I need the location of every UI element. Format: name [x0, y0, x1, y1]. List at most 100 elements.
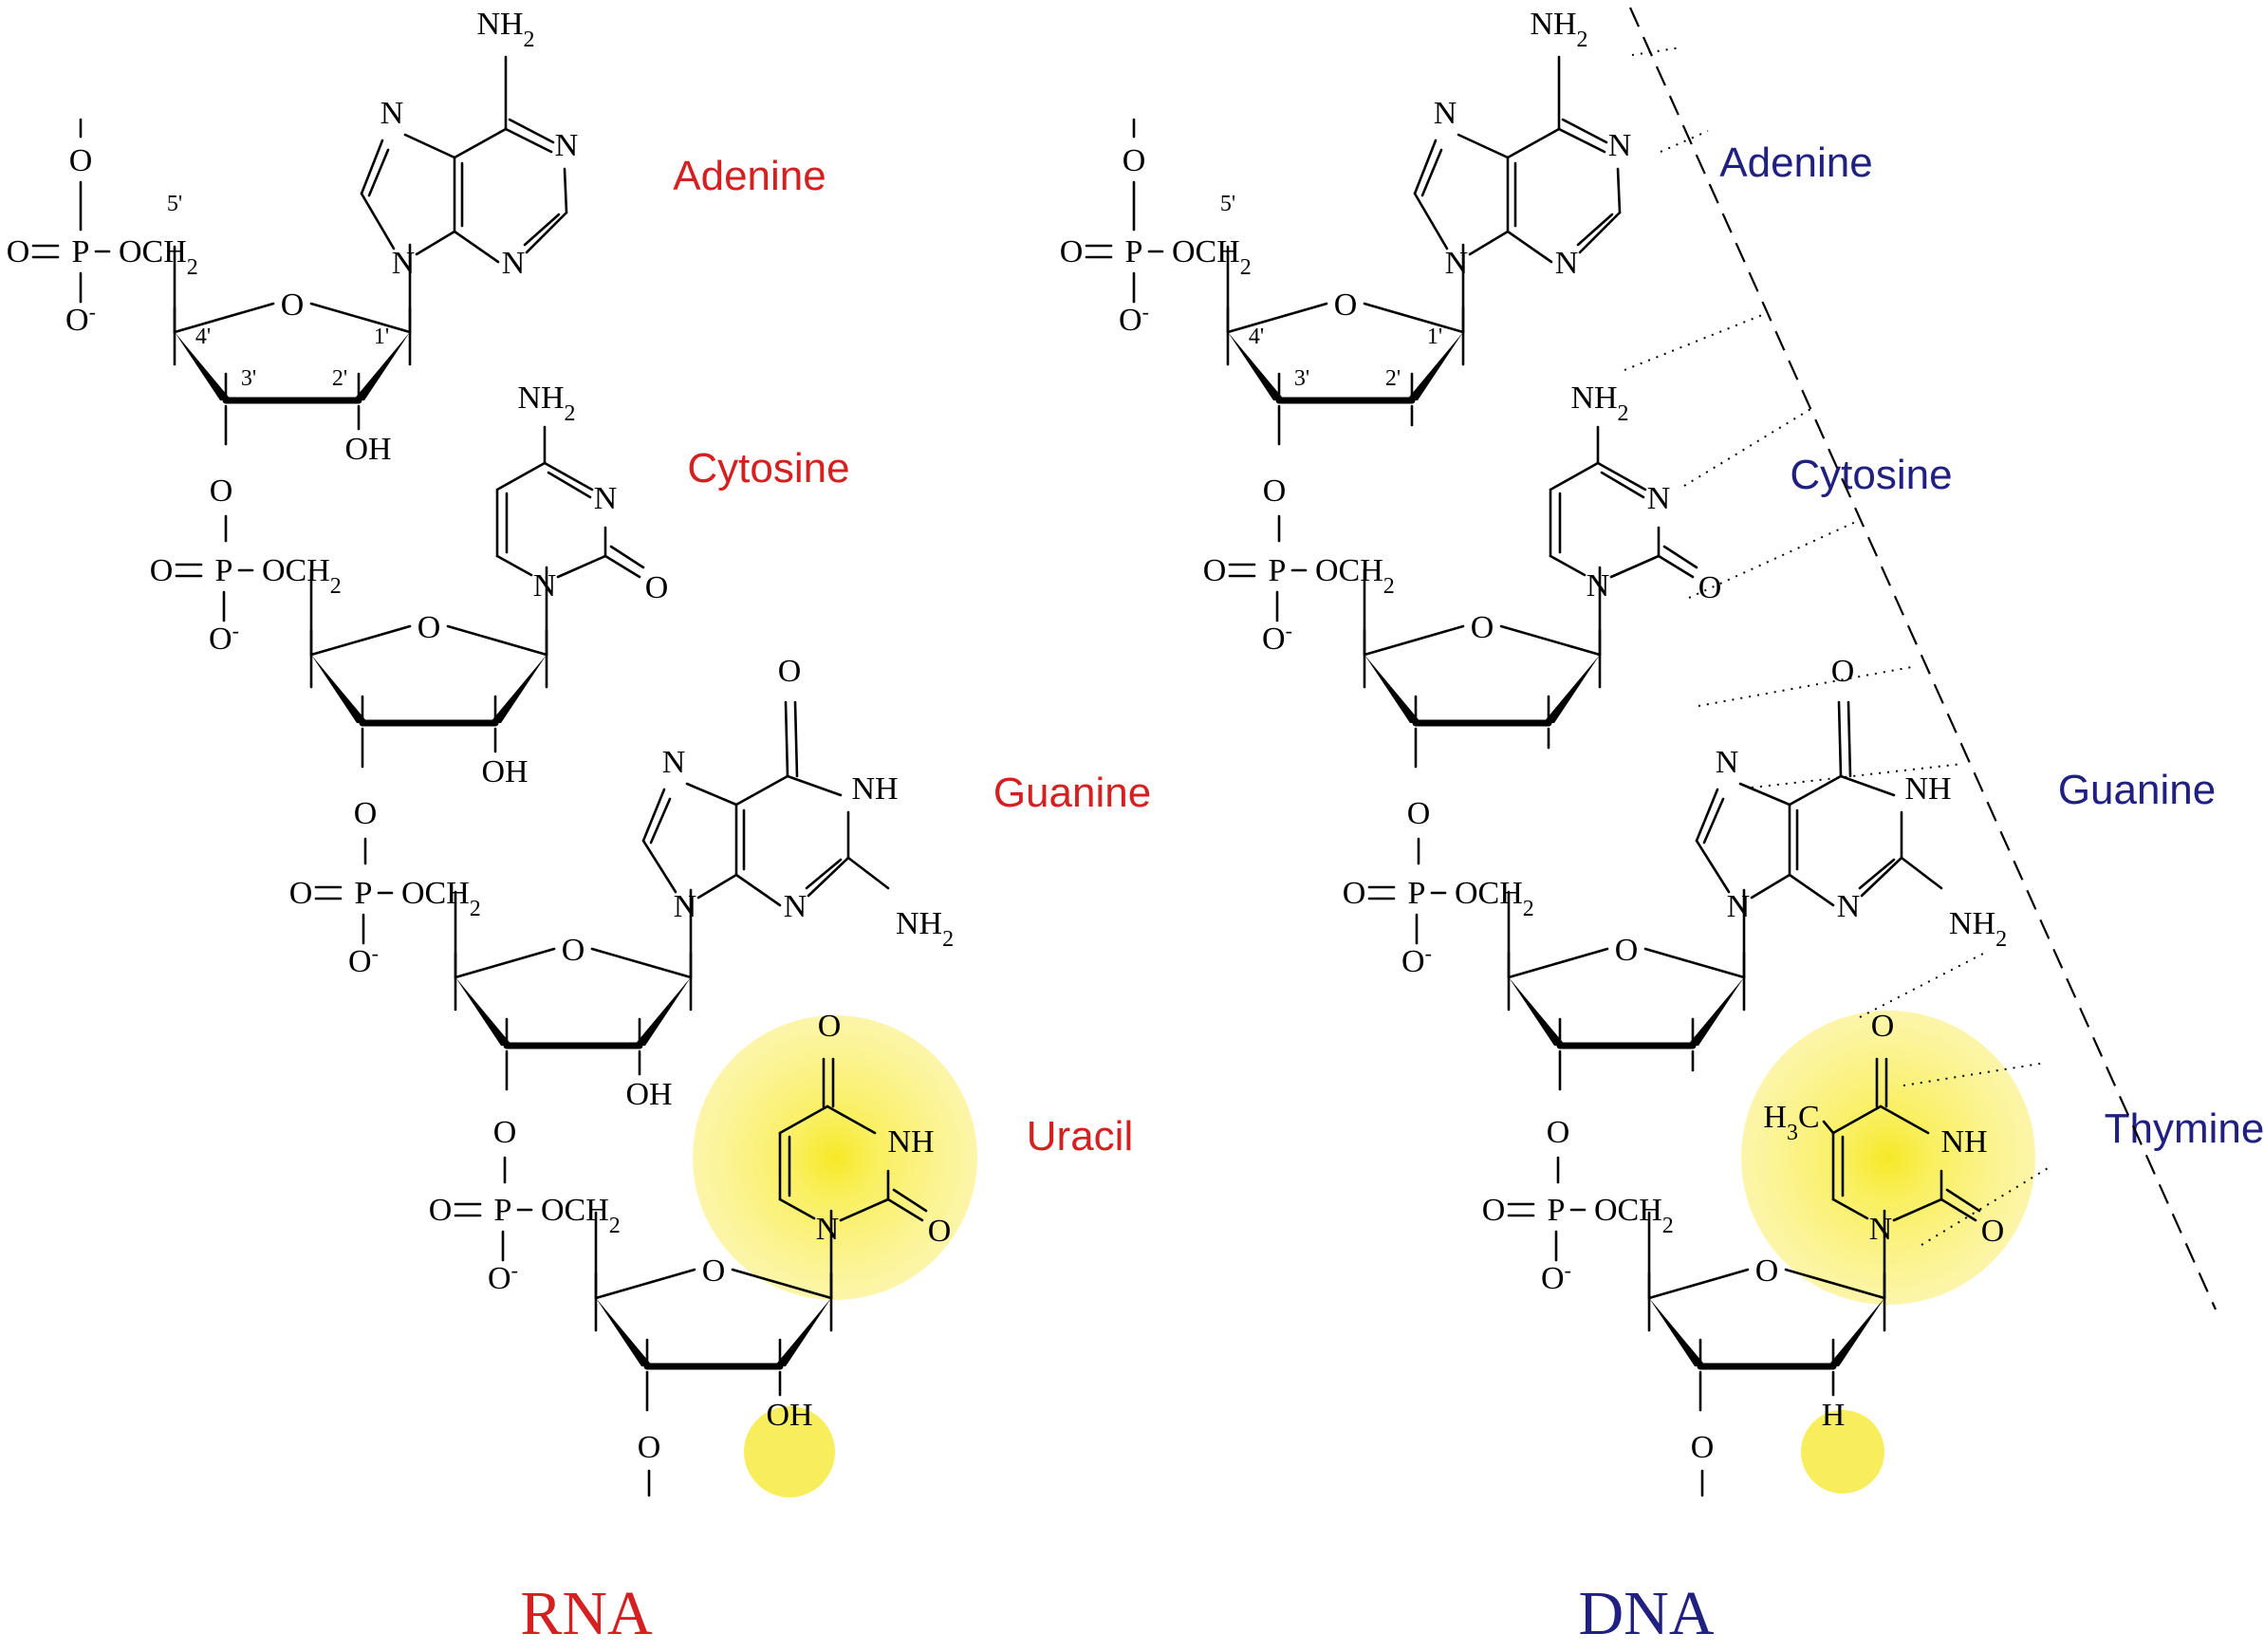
- bridging-oxygen: O: [354, 796, 378, 831]
- n9-atom: N: [674, 889, 697, 924]
- base-label-guanine: Guanine: [2058, 767, 2216, 813]
- phosphorus-atom: P: [72, 234, 90, 269]
- bond: [778, 1104, 829, 1135]
- phosphate-oxygen-anion: O-: [1401, 941, 1432, 980]
- bridging-oxygen: O: [1263, 473, 1287, 509]
- ester-och2-label: OCH2: [262, 553, 342, 599]
- bond: [495, 461, 547, 492]
- phosphorus-atom: P: [1408, 876, 1426, 911]
- methyl-h3c: H3C: [1763, 1100, 1819, 1145]
- ring-oxygen: O: [418, 610, 441, 645]
- n7-atom: N: [380, 96, 404, 131]
- hydrogen-bond: [1902, 1062, 2047, 1086]
- carbonyl-oxygen: O: [1831, 654, 1855, 689]
- bond: [547, 471, 592, 499]
- bridging-oxygen: O: [1547, 1115, 1570, 1150]
- bond: [1858, 858, 1896, 890]
- sugar-ring: O5'4'3'2'1': [1220, 192, 1465, 446]
- ring-oxygen: O: [702, 1253, 726, 1289]
- wedge-bond: [1649, 1298, 1706, 1366]
- prime-label: 5': [167, 192, 182, 216]
- ring-oxygen: O: [281, 288, 305, 323]
- base-label-guanine: Guanine: [993, 770, 1151, 816]
- prime-label: 1': [374, 325, 389, 349]
- bond: [886, 1197, 924, 1222]
- n3-atom: N: [1647, 481, 1671, 516]
- bond: [793, 700, 799, 778]
- wedge-bond: [1509, 977, 1566, 1046]
- bond: [594, 1268, 696, 1300]
- bond: [1578, 211, 1622, 254]
- carbonyl-oxygen: O: [645, 570, 669, 605]
- bond: [1616, 167, 1622, 214]
- n3-atom: N: [784, 889, 807, 924]
- wedge-bond: [1543, 655, 1600, 723]
- bond: [603, 554, 641, 579]
- bond: [1788, 873, 1835, 907]
- bond: [1738, 782, 1791, 807]
- n7-atom: N: [1716, 745, 1739, 780]
- amino-nh2: NH2: [1949, 906, 2007, 952]
- sugar-ring: O OH: [594, 1209, 833, 1433]
- phosphate-oxygen-double: O: [1343, 876, 1366, 911]
- base-highlight-glow: [1741, 1011, 2035, 1305]
- bond: [1695, 788, 1719, 843]
- bond: [1643, 947, 1746, 979]
- bond: [525, 211, 568, 254]
- hydrogen-bond: [1859, 953, 1984, 1018]
- bond: [731, 1268, 833, 1300]
- bond: [1549, 461, 1600, 492]
- sugar-ring: O: [1363, 566, 1602, 769]
- amino-nh2: NH2: [896, 906, 954, 952]
- bond: [1499, 624, 1602, 657]
- bond: [1831, 1104, 1883, 1135]
- phosphate-oxygen-double: O: [1060, 234, 1084, 269]
- bond: [563, 167, 568, 214]
- bridging-oxygen: O: [210, 473, 233, 509]
- bond: [734, 873, 782, 907]
- bond: [1363, 302, 1465, 334]
- hydrogen-bond: [1698, 665, 1918, 707]
- bond: [1788, 774, 1843, 807]
- bond: [1657, 554, 1695, 579]
- bond: [1600, 471, 1645, 499]
- hydroxyl-2prime: OH: [766, 1398, 812, 1433]
- wedge-bond: [353, 332, 410, 400]
- c4-oxygen: O: [818, 1009, 842, 1044]
- bond: [1413, 192, 1449, 251]
- hydroxyl-2prime: OH: [625, 1077, 672, 1112]
- phosphate-oxygen-anion: O-: [209, 619, 239, 658]
- bond: [649, 797, 672, 845]
- bridging-oxygen: O: [493, 1115, 517, 1150]
- base-label-thymine: Thymine: [2105, 1105, 2264, 1152]
- n9-atom: N: [1727, 889, 1751, 924]
- phosphate-oxygen-anion: O-: [488, 1258, 518, 1297]
- hydrogen-bond: [1751, 763, 1963, 789]
- bond: [415, 230, 456, 256]
- bond: [1549, 554, 1587, 577]
- carbonyl-oxygen: O: [778, 654, 802, 689]
- terminal-oxygen: O: [1691, 1430, 1715, 1465]
- phosphate-oxygen: O: [1123, 143, 1146, 178]
- n1-atom: NH: [1904, 771, 1951, 807]
- bond: [1839, 774, 1896, 797]
- n9-atom: N: [1445, 246, 1469, 281]
- bond: [1892, 1197, 1943, 1222]
- wedge-bond: [490, 655, 547, 723]
- n1-atom: N: [1587, 568, 1610, 603]
- bond: [784, 700, 789, 778]
- bond: [1702, 797, 1725, 845]
- n1-atom: N: [1869, 1212, 1893, 1247]
- n1-atom: N: [533, 568, 557, 603]
- bond: [1822, 1120, 1835, 1135]
- bond: [826, 1104, 877, 1135]
- bond: [685, 782, 738, 807]
- prime-label: 4': [1249, 325, 1264, 349]
- bond: [1750, 873, 1791, 900]
